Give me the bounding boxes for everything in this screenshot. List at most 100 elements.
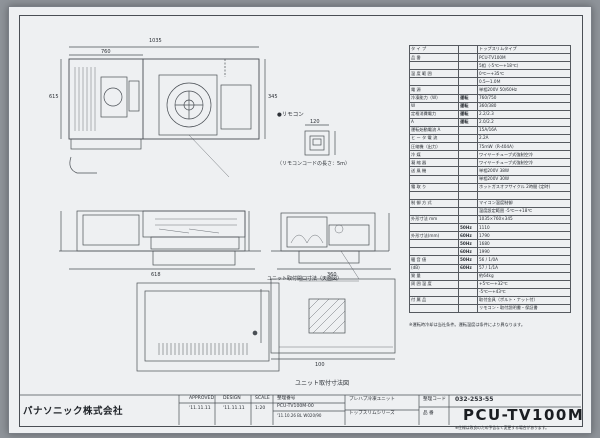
drain-pipe xyxy=(70,138,142,150)
spec-header: (dB) xyxy=(409,263,459,273)
spec-sub xyxy=(458,190,478,200)
company-name: パナソニック株式会社 xyxy=(23,406,124,417)
spec-value: 0.5～1.0Ｍ xyxy=(477,77,571,87)
spec-value: 取付金具（ボルト・ナット付） xyxy=(477,295,571,306)
spec-sub: 50Hz xyxy=(458,255,478,265)
dim-height: 615 xyxy=(49,94,59,100)
spec-sub xyxy=(458,303,478,314)
spec-header: 付 属 品 xyxy=(409,295,459,306)
product-model: PCU-TV100M xyxy=(463,406,585,424)
spec-sub: 50Hz xyxy=(458,239,478,249)
spec-value: 1680 xyxy=(477,239,571,249)
scale-label: SCALE xyxy=(255,396,270,401)
spec-value: ホットガスオフサイクル 2時間 (定時) xyxy=(477,182,571,192)
spec-sub xyxy=(458,85,478,95)
spec-header: 送 風 機 xyxy=(409,166,459,176)
product-label: 品 番 xyxy=(423,411,434,416)
spec-row: 電 源 単相200V 50/60Hz xyxy=(409,85,571,95)
spec-sub xyxy=(458,53,478,63)
name-label-2: トップスリムシリーズ xyxy=(349,411,395,416)
design-label: DESIGN xyxy=(223,396,241,401)
spec-value: 360/380 xyxy=(477,101,571,111)
drawing-sheet: 1035 760 615 345 ●リモコン 120 （リモコンコードの長さ：5… xyxy=(8,6,592,434)
spec-row: -5℃～+43℃ xyxy=(409,287,571,297)
spec-sub xyxy=(458,150,478,160)
spec-row: 付 属 品 取付金具（ボルト・ナット付） xyxy=(409,295,571,306)
spec-sub xyxy=(458,134,478,144)
spec-row: 送 風 機 単相200V 38W xyxy=(409,166,571,176)
spec-sub: 60Hz xyxy=(458,231,478,241)
fan-circle xyxy=(166,82,212,128)
spec-value: 2.0/2.2 xyxy=(477,117,571,127)
spec-value: 56 / 1/0A xyxy=(477,255,571,265)
spec-header: 外形寸法(mm) xyxy=(409,231,459,241)
spec-row: 制 御 方 式マイコン温度制御 xyxy=(409,198,571,208)
spec-header: 質 量 xyxy=(409,271,459,281)
remote-cord-label: （リモコンコードの長さ：5m） xyxy=(277,161,351,167)
technical-drawing xyxy=(19,46,581,425)
spec-header: 冷凍能力（W） xyxy=(409,93,459,103)
spec-row: 温度設定範囲 -5℃～+18℃ xyxy=(409,206,571,216)
spec-value: 単相200V 50/60Hz xyxy=(477,85,571,95)
spec-value: 0℃～+35℃ xyxy=(477,69,571,79)
remote-control-outline xyxy=(304,130,330,156)
spec-value: マイコン温度制御 xyxy=(477,198,571,208)
condenser-section xyxy=(68,58,144,140)
spec-header: 定格消費電力 xyxy=(409,109,459,119)
spec-sub xyxy=(458,279,478,289)
spec-row xyxy=(409,190,571,200)
spec-value: 5相（-5℃～+18℃） xyxy=(477,61,571,71)
code-value: 032-253-55 xyxy=(455,396,494,403)
spec-sub xyxy=(458,214,478,225)
spec-row: 0.5～1.0Ｍ xyxy=(409,77,571,87)
drawing-no: PCU-TV100M-00 xyxy=(277,404,314,409)
spec-header: 電 源 xyxy=(409,85,459,95)
name-label-1: プレハブ冷凍ユニット xyxy=(349,397,395,402)
spec-header: 周 囲 温 度 xyxy=(409,279,459,289)
spec-sub xyxy=(458,287,478,297)
opening-hatched xyxy=(308,298,346,334)
code-label: 整理コード xyxy=(423,397,446,402)
spec-value: 単相200V 38W xyxy=(477,166,571,176)
spec-header xyxy=(409,174,459,184)
spec-sub xyxy=(458,44,478,55)
spec-sub: 運転 xyxy=(458,101,478,111)
spec-header: 運転始動電流 A xyxy=(409,125,459,136)
ceiling-plan-left xyxy=(136,282,280,372)
scale-value: 1:20 xyxy=(255,406,266,411)
spec-header xyxy=(409,247,459,257)
spec-row: 周 囲 温 度+5℃～+32℃ xyxy=(409,279,571,289)
date2: '11.11.11 xyxy=(223,406,245,411)
spec-header xyxy=(409,206,459,216)
compressor-block xyxy=(100,76,128,118)
remote-title: ●リモコン xyxy=(277,112,304,118)
spec-row: 冷 媒ワイヤーチューブ式強制空冷 xyxy=(409,150,571,160)
dim-width: 760 xyxy=(101,49,111,55)
spec-sub xyxy=(458,166,478,176)
spec-value: ワイヤーチューブ式強制空冷 xyxy=(477,158,571,168)
spec-row: リモコン・取付説明書・保証書 xyxy=(409,303,571,314)
spec-sub xyxy=(458,198,478,208)
spec-value: 15A/16A xyxy=(477,125,571,136)
spec-header: 冷 媒 xyxy=(409,150,459,160)
spec-row: 凝 縮 器ワイヤーチューブ式強制空冷 xyxy=(409,158,571,168)
spec-row: 5相（-5℃～+18℃） xyxy=(409,61,571,71)
spec-row: 運転始動電流 A 15A/16A xyxy=(409,125,571,136)
footnote: ※仕様は改良のため予告なく変更する場合があります。 xyxy=(455,425,549,430)
dim-small: 120 xyxy=(310,119,320,125)
spec-sub: 50Hz xyxy=(458,223,478,233)
spec-value: -5℃～+43℃ xyxy=(477,287,571,297)
date1: '11.11.11 xyxy=(189,406,211,411)
spec-sub xyxy=(458,69,478,79)
spec-sub: 60Hz xyxy=(458,247,478,257)
spec-header: A xyxy=(409,117,459,127)
